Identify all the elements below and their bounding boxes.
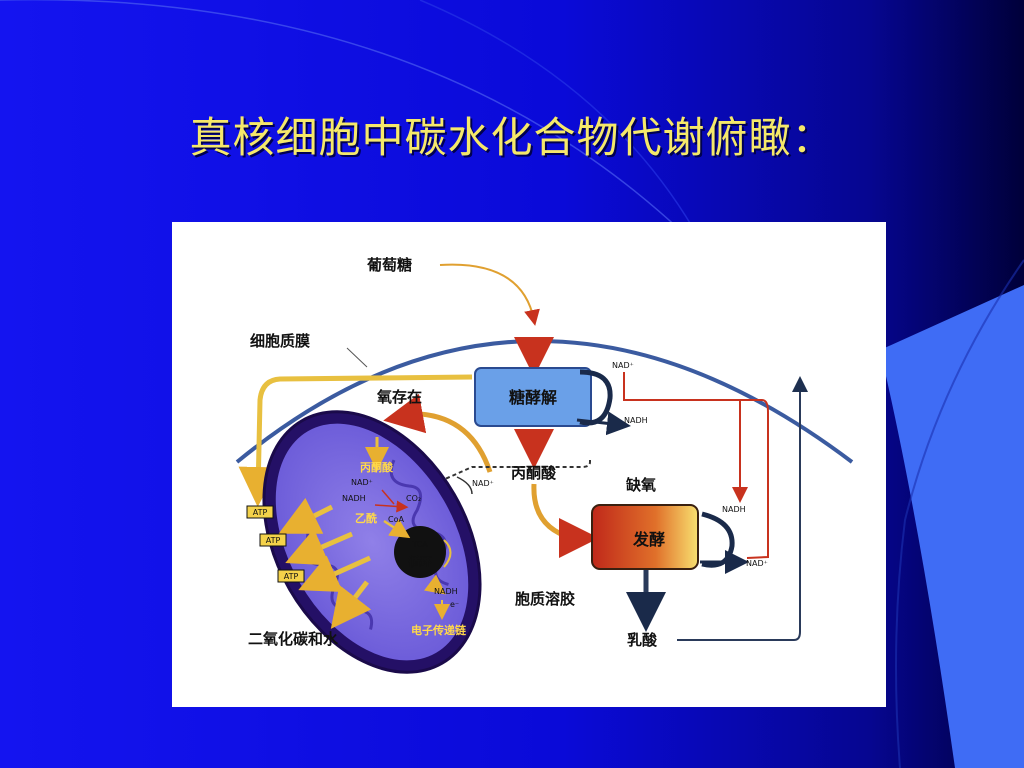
glucose-arrow bbox=[439, 263, 540, 326]
mito-nad-plus-label: NAD⁺ bbox=[351, 478, 373, 487]
lactate-label: 乳酸 bbox=[627, 631, 658, 649]
glucose-label: 葡萄糖 bbox=[366, 256, 412, 274]
tca-cycle-label: 循环 bbox=[408, 554, 432, 569]
fermentation-label: 发酵 bbox=[632, 530, 665, 549]
svg-text:ATP: ATP bbox=[266, 536, 281, 545]
aerobic-label: 氧存在 bbox=[376, 388, 422, 406]
nadh-ferm-label: NADH bbox=[722, 505, 746, 514]
slide-title: 真核细胞中碳水化合物代谢俯瞰： bbox=[189, 113, 835, 162]
accent-shape bbox=[880, 285, 1024, 768]
mito-nadh-label: NADH bbox=[342, 494, 366, 503]
tca-label: TCA bbox=[411, 540, 428, 549]
nad-plus-small: NAD⁺ bbox=[472, 479, 494, 488]
mito-coa-label: CoA bbox=[388, 515, 404, 524]
atp-badge: ATP bbox=[259, 533, 287, 547]
glycolysis-label: 糖酵解 bbox=[509, 388, 557, 407]
mitochondrion bbox=[262, 410, 482, 674]
mito-acetyl-label: 乙酰 bbox=[355, 511, 377, 525]
tca-cycle bbox=[394, 526, 446, 578]
svg-text:ATP: ATP bbox=[253, 508, 268, 517]
metabolism-diagram: ATP ATP ATP 葡萄糖 细胞质膜 糖酵解 NAD⁺ NADH 氧存在 丙… bbox=[172, 222, 886, 707]
glycolysis-box bbox=[474, 367, 592, 427]
etc-label: 电子传递链 bbox=[411, 623, 467, 637]
atp-badge: ATP bbox=[246, 505, 274, 519]
fermentation-box bbox=[591, 504, 699, 570]
nad-plus-ferm-label: NAD⁺ bbox=[746, 559, 768, 568]
nad-plus-label: NAD⁺ bbox=[612, 361, 634, 370]
mito-co2-label: CO₂ bbox=[406, 494, 421, 503]
membrane-label: 细胞质膜 bbox=[250, 332, 310, 350]
co2-water-label: 二氧化碳和水 bbox=[248, 630, 339, 648]
mito-pyruvate-label: 丙酮酸 bbox=[360, 460, 394, 474]
electron-label: e⁻ bbox=[450, 600, 459, 609]
pyruvate-label: 丙酮酸 bbox=[511, 464, 557, 482]
anaerobic-label: 缺氧 bbox=[625, 476, 656, 494]
nadh-label: NADH bbox=[624, 416, 648, 425]
svg-text:ATP: ATP bbox=[284, 572, 299, 581]
cytosol-label: 胞质溶胶 bbox=[514, 590, 575, 608]
atp-badge: ATP bbox=[277, 569, 305, 583]
mito-nadh2-label: NADH bbox=[434, 587, 458, 596]
